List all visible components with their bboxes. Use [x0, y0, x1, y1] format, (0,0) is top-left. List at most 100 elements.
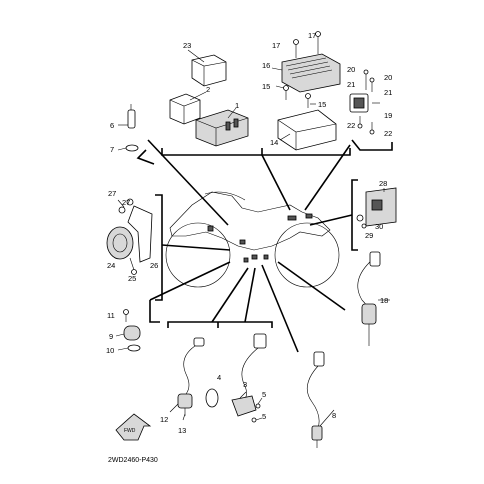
- part-group-sensor-12: [169, 337, 205, 421]
- oring-4-part: [205, 388, 219, 408]
- part-group-horn: [106, 198, 153, 275]
- part-label: 29: [365, 231, 373, 240]
- part-label: 4: [217, 373, 221, 382]
- part-label: 10: [106, 346, 114, 355]
- motorcycle-outline: [165, 191, 340, 288]
- bracket-top: [161, 148, 351, 156]
- leader-10: [277, 261, 346, 311]
- fwd-label: FWD: [124, 428, 136, 434]
- rear-wheel: [165, 222, 231, 288]
- sensor-18-connector: [369, 251, 381, 267]
- part-labels: 1 2 3 4 5 5 6 7 8 9 10 11 12 13 14 15 15…: [106, 31, 392, 435]
- relay-part: [169, 93, 201, 125]
- sensor-3-part: [231, 395, 257, 417]
- part-label: 12: [160, 415, 168, 424]
- part-label: 9: [109, 332, 113, 341]
- part-label: 5: [262, 412, 266, 421]
- leader-6: [149, 261, 231, 301]
- sensor-9-part: [123, 325, 141, 341]
- part-group-sensor-18: [357, 251, 390, 346]
- part-label: 8: [332, 411, 336, 420]
- part-group-sensor-8: [306, 351, 335, 448]
- part-label: 18: [380, 296, 388, 305]
- leader-9: [261, 264, 299, 353]
- part-label: 22: [347, 121, 355, 130]
- part-group-plate-right: [356, 187, 397, 229]
- part-label: 25: [128, 274, 136, 283]
- part-group-relays: [169, 49, 249, 147]
- leader-1: [147, 139, 229, 226]
- fwd-arrow-icon: [115, 413, 152, 441]
- part-group-sensor-9: [115, 309, 141, 352]
- part-label: 21: [347, 80, 355, 89]
- part-label: 15: [262, 82, 270, 91]
- part-label: 6: [110, 121, 114, 130]
- bracket-left-mid: [155, 194, 163, 301]
- part-label: 2: [206, 85, 210, 94]
- part-label: 17: [272, 41, 280, 50]
- leader-8: [244, 267, 256, 323]
- part-label: 3: [243, 380, 247, 389]
- part-label: 19: [384, 111, 392, 120]
- part-label: 24: [107, 261, 115, 270]
- bracket-left-top: [136, 149, 155, 165]
- leader-2: [261, 154, 291, 211]
- horn-24-part: [106, 226, 134, 260]
- relay-cover-part: [191, 54, 227, 87]
- leader-3: [304, 144, 351, 211]
- fwd-marker: FWD: [115, 413, 152, 441]
- part-label: 11: [107, 311, 115, 320]
- part-label: 15: [318, 100, 326, 109]
- part-group-switch-left: [117, 104, 139, 152]
- part-label: 20: [384, 73, 392, 82]
- switch-6-part: [127, 109, 136, 129]
- sensor-8-connector: [313, 351, 325, 367]
- rectifier-regulator-part: [281, 53, 341, 93]
- part-label: 5: [262, 390, 266, 399]
- bracket-bottom: [167, 321, 273, 328]
- bracket-right-mid: [351, 179, 358, 251]
- leader-4: [161, 244, 231, 251]
- part-label: 26: [150, 261, 158, 270]
- part-label: 20: [347, 65, 355, 74]
- part-label: 14: [270, 138, 278, 147]
- part-label: 23: [183, 41, 191, 50]
- part-label: 7: [110, 145, 114, 154]
- sensor-location-marker-3: [243, 257, 249, 263]
- sensor-3-connector: [253, 333, 267, 349]
- sensor-location-marker-1: [239, 239, 246, 245]
- part-label: 27: [108, 189, 116, 198]
- control-unit-part: [195, 109, 249, 147]
- ecu-location-marker: [287, 215, 297, 221]
- sensor-18-body: [361, 303, 377, 325]
- bracket-lower-left: [149, 300, 160, 323]
- part-label: 16: [262, 61, 270, 70]
- part-group-rectifier: [271, 31, 341, 151]
- horn-location-marker: [207, 225, 214, 232]
- part-label: 28: [379, 179, 387, 188]
- oring-10-part: [127, 344, 141, 352]
- front-wheel: [274, 222, 340, 288]
- motorcycle-body: [169, 191, 331, 251]
- leader-7: [211, 267, 249, 323]
- part-label: 17: [308, 31, 316, 40]
- part-label: 22: [384, 129, 392, 138]
- motorcycle-seat: [204, 191, 246, 201]
- part-label: 13: [178, 426, 186, 435]
- bracket-right-top: [351, 139, 393, 151]
- sensor-location-marker-4: [263, 254, 269, 260]
- horn-bracket-26-part: [127, 205, 153, 263]
- sensor-8-part: [311, 425, 323, 441]
- part-group-sensor-3: [205, 333, 267, 423]
- part-group-sensor-right: [349, 69, 380, 135]
- washer-7-part: [125, 144, 139, 152]
- leader-5: [309, 214, 353, 226]
- sensor-12-part: [177, 393, 193, 409]
- part-label: 30: [375, 222, 383, 231]
- part-label: 21: [384, 88, 392, 97]
- part-label: 27: [122, 198, 130, 207]
- sensor-location-marker-2: [251, 254, 258, 260]
- part-label: 1: [235, 101, 239, 110]
